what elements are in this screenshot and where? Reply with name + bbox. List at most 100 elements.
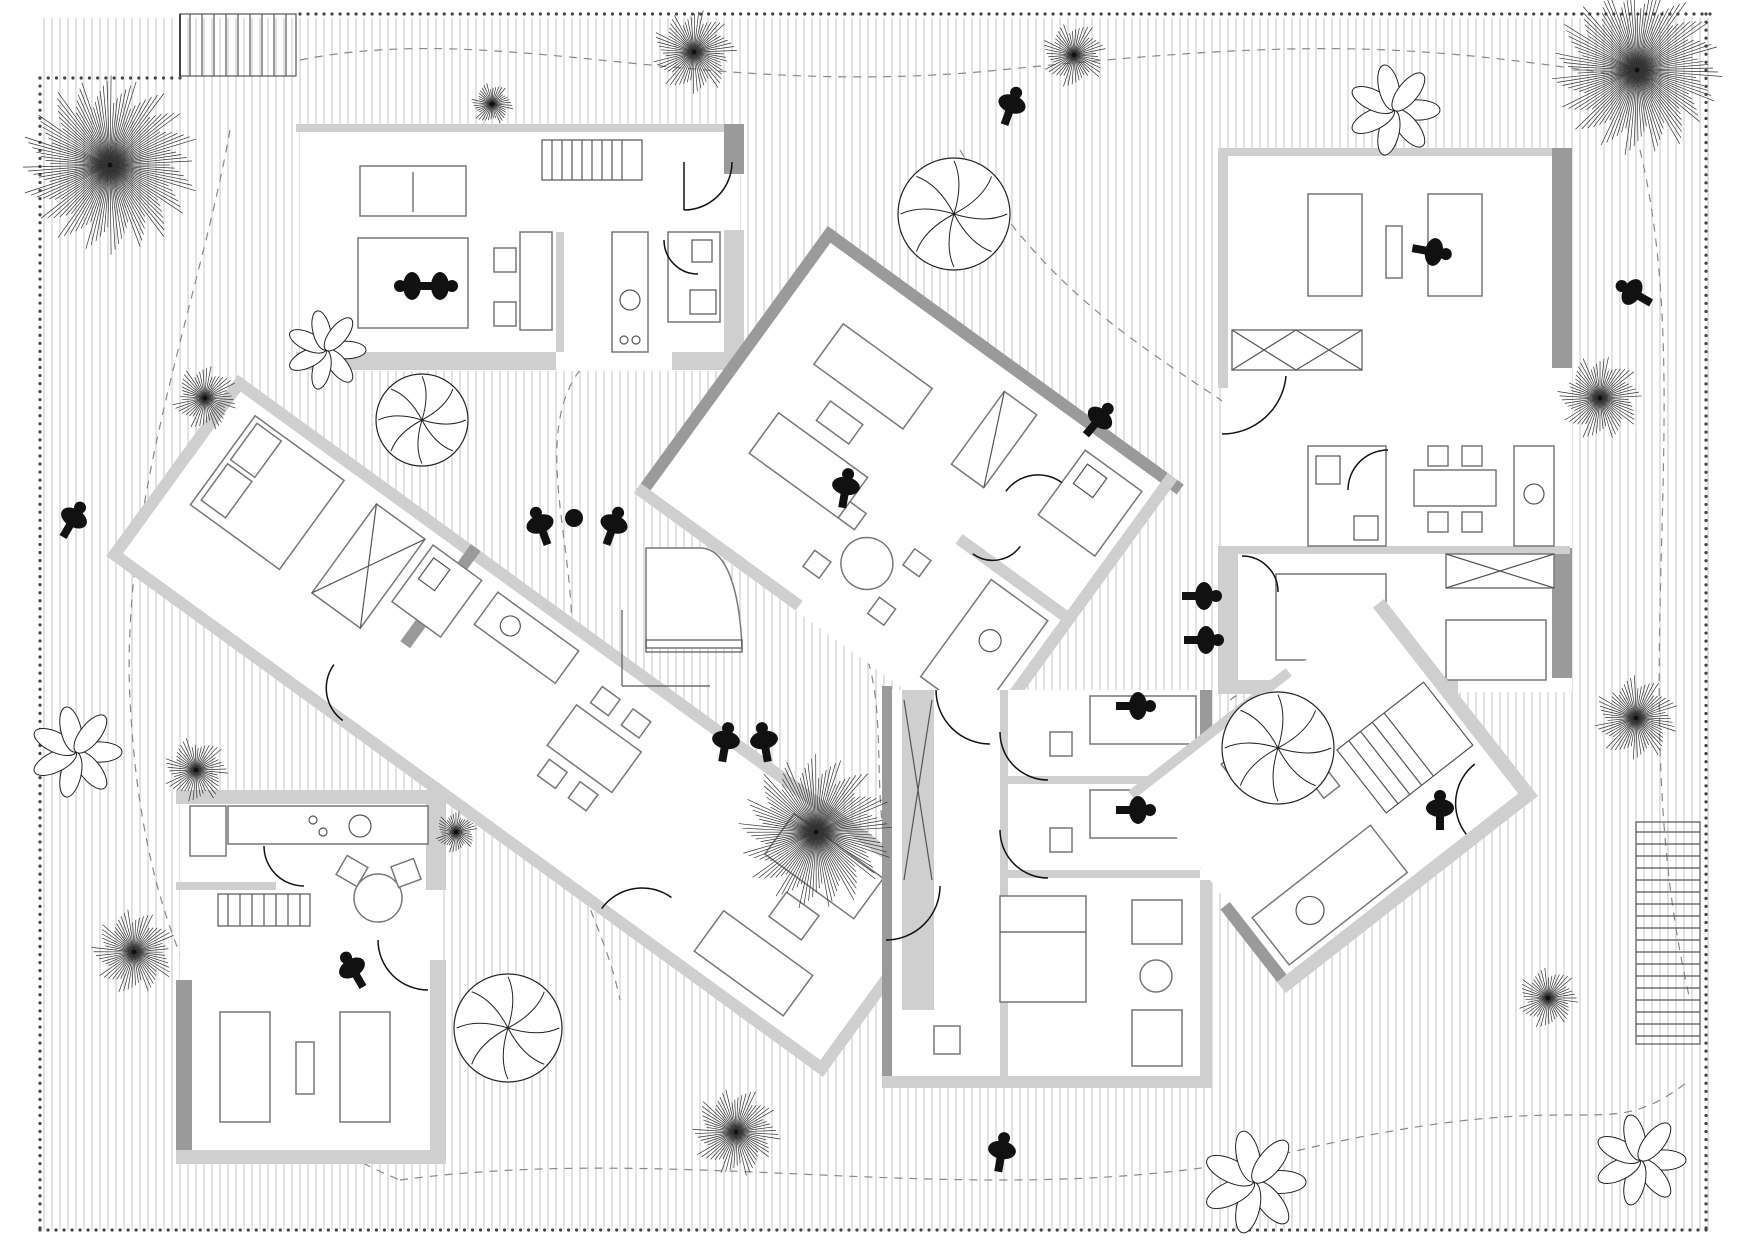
unit-b-door[interactable] bbox=[601, 868, 672, 938]
boundary-dot bbox=[1704, 679, 1708, 683]
boundary-dot bbox=[1704, 181, 1708, 185]
boundary-dot bbox=[38, 1145, 42, 1150]
boundary-dot bbox=[38, 349, 42, 354]
boundary-dot bbox=[1688, 1228, 1692, 1232]
boundary-dot bbox=[743, 1228, 747, 1232]
unit-a-bath-door[interactable] bbox=[663, 239, 699, 275]
boundary-dot bbox=[1704, 189, 1708, 193]
boundary-dot bbox=[1508, 12, 1512, 16]
boundary-dot bbox=[38, 647, 42, 651]
boundary-dot bbox=[1580, 12, 1584, 16]
boundary-dot bbox=[851, 12, 855, 16]
boundary-dot bbox=[931, 12, 935, 16]
boundary-dot bbox=[38, 390, 42, 394]
boundary-dot bbox=[438, 1228, 443, 1232]
boundary-dot bbox=[610, 12, 615, 16]
unit-b-dining bbox=[536, 685, 652, 812]
boundary-dot bbox=[711, 1228, 715, 1232]
unit-e-door[interactable] bbox=[1221, 375, 1287, 435]
unit-c-door[interactable] bbox=[263, 845, 305, 887]
unit-a-entry-door[interactable] bbox=[683, 161, 733, 211]
unit-g-door[interactable] bbox=[1435, 763, 1505, 835]
boundary-dot bbox=[94, 1228, 98, 1232]
person-icon bbox=[1116, 692, 1156, 720]
boundary-dot bbox=[1704, 406, 1708, 410]
person-icon bbox=[712, 722, 740, 763]
boundary-dot bbox=[38, 558, 42, 563]
boundary-dot bbox=[831, 1228, 835, 1232]
boundary-dot bbox=[1428, 12, 1432, 16]
boundary-dot bbox=[1568, 1228, 1572, 1232]
boundary-dot bbox=[1512, 1228, 1516, 1232]
boundary-dot bbox=[1243, 12, 1247, 16]
boundary-dot bbox=[731, 12, 735, 16]
boundary-dot bbox=[971, 12, 975, 16]
unit-c-door[interactable] bbox=[377, 939, 429, 991]
boundary-dot bbox=[1488, 1228, 1492, 1232]
boundary-dot bbox=[38, 824, 42, 828]
boundary-dot bbox=[1704, 141, 1708, 145]
boundary-dot bbox=[314, 12, 318, 16]
boundary-dot bbox=[1704, 1186, 1708, 1190]
boundary-dot bbox=[38, 269, 42, 273]
boundary-dot bbox=[1704, 575, 1708, 579]
boundary-dot bbox=[398, 1228, 403, 1232]
boundary-dot bbox=[1704, 20, 1708, 24]
boundary-dot bbox=[38, 639, 42, 643]
unit-d-door[interactable] bbox=[972, 526, 1021, 573]
boundary-dot bbox=[1704, 1162, 1708, 1166]
boundary-dot bbox=[1704, 1121, 1708, 1126]
boundary-dot bbox=[1560, 1228, 1564, 1232]
boundary-dot bbox=[38, 229, 42, 233]
boundary-dot bbox=[1704, 325, 1708, 330]
boundary-dot bbox=[1183, 1228, 1187, 1232]
boundary-dot bbox=[1576, 1228, 1580, 1232]
boundary-dot bbox=[1704, 936, 1708, 941]
boundary-dot bbox=[79, 76, 83, 80]
boundary-dot bbox=[1267, 12, 1271, 16]
boundary-dot bbox=[38, 985, 42, 989]
unit-f-door[interactable] bbox=[999, 829, 1049, 879]
boundary-dot bbox=[1327, 1228, 1332, 1232]
unit-b-door[interactable] bbox=[310, 664, 366, 722]
tree-icon bbox=[1519, 967, 1579, 1028]
boundary-dot bbox=[38, 599, 42, 603]
boundary-dot bbox=[1504, 1228, 1508, 1232]
boundary-dot bbox=[1496, 1228, 1500, 1232]
boundary-dot bbox=[38, 325, 42, 329]
unit-b-floor bbox=[116, 386, 944, 1068]
unit-d-door[interactable] bbox=[1005, 459, 1063, 515]
boundary-dot bbox=[374, 1228, 379, 1232]
boundary-dot bbox=[38, 1129, 42, 1134]
boundary-dot bbox=[647, 1228, 651, 1232]
unit-f-door[interactable] bbox=[885, 885, 941, 941]
boundary-dot bbox=[575, 1228, 579, 1232]
boundary-dot bbox=[1704, 358, 1708, 362]
boundary-dot bbox=[38, 470, 42, 474]
boundary-dot bbox=[145, 76, 149, 80]
boundary-dot bbox=[1704, 28, 1708, 32]
boundary-dot bbox=[642, 12, 647, 16]
boundary-dot bbox=[1540, 12, 1544, 16]
boundary-dot bbox=[38, 784, 42, 788]
boundary-dot bbox=[38, 920, 42, 925]
boundary-dot bbox=[522, 12, 526, 16]
unit-e-door[interactable] bbox=[1241, 555, 1279, 593]
boundary-dot bbox=[1363, 12, 1368, 16]
boundary-dot bbox=[919, 1228, 923, 1232]
boundary-dot bbox=[1704, 197, 1708, 201]
boundary-dot bbox=[1704, 1025, 1708, 1029]
boundary-dot bbox=[1063, 1228, 1067, 1232]
boundary-dot bbox=[674, 12, 679, 16]
boundary-dot bbox=[390, 1228, 395, 1232]
boundary-dot bbox=[394, 12, 398, 16]
boundary-dot bbox=[1704, 896, 1708, 900]
unit-f-door[interactable] bbox=[999, 731, 1049, 781]
unit-f-door[interactable] bbox=[935, 689, 991, 745]
boundary-dot bbox=[38, 623, 42, 627]
boundary-dot bbox=[1323, 12, 1328, 16]
unit-e-door[interactable] bbox=[1347, 449, 1389, 491]
boundary-dot bbox=[1119, 1228, 1123, 1232]
boundary-dot bbox=[534, 1228, 539, 1232]
boundary-dot bbox=[1355, 12, 1360, 16]
